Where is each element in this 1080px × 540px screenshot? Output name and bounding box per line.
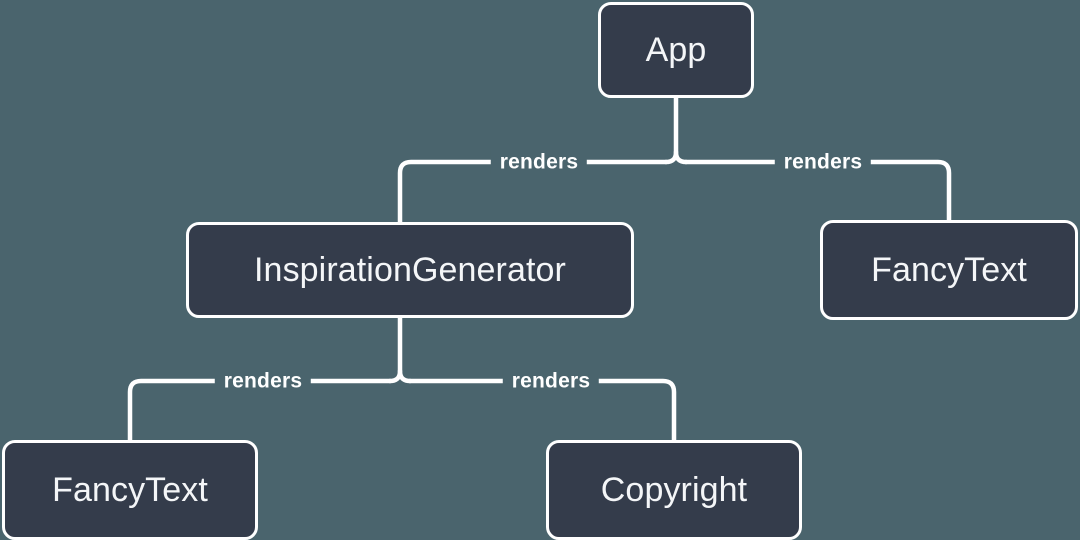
node-app-label: App xyxy=(645,31,707,69)
node-copyright-label: Copyright xyxy=(600,471,748,509)
edge-inspiration-stem-right xyxy=(397,368,413,384)
node-copyright[interactable]: Copyright xyxy=(546,440,802,540)
node-fancytext-bottom-left-label: FancyText xyxy=(52,471,208,509)
edge-app-stem xyxy=(663,95,679,165)
edge-label-inspiration-to-copyright: renders xyxy=(502,368,600,394)
node-app[interactable]: App xyxy=(598,2,754,98)
edge-label-inspiration-to-fancytext: renders xyxy=(214,368,312,394)
node-fancytext-right-label: FancyText xyxy=(871,251,1027,289)
node-inspiration-generator[interactable]: InspirationGenerator xyxy=(186,222,634,318)
node-fancytext-right[interactable]: FancyText xyxy=(820,220,1078,320)
node-inspiration-generator-label: InspirationGenerator xyxy=(254,251,566,289)
edge-inspiration-stem xyxy=(387,315,403,384)
node-fancytext-bottom-left[interactable]: FancyText xyxy=(2,440,258,540)
edge-label-app-to-fancytext-right: renders xyxy=(774,149,872,175)
edge-app-stem-right xyxy=(673,149,689,165)
edge-label-app-to-inspiration-generator: renders xyxy=(490,149,588,175)
